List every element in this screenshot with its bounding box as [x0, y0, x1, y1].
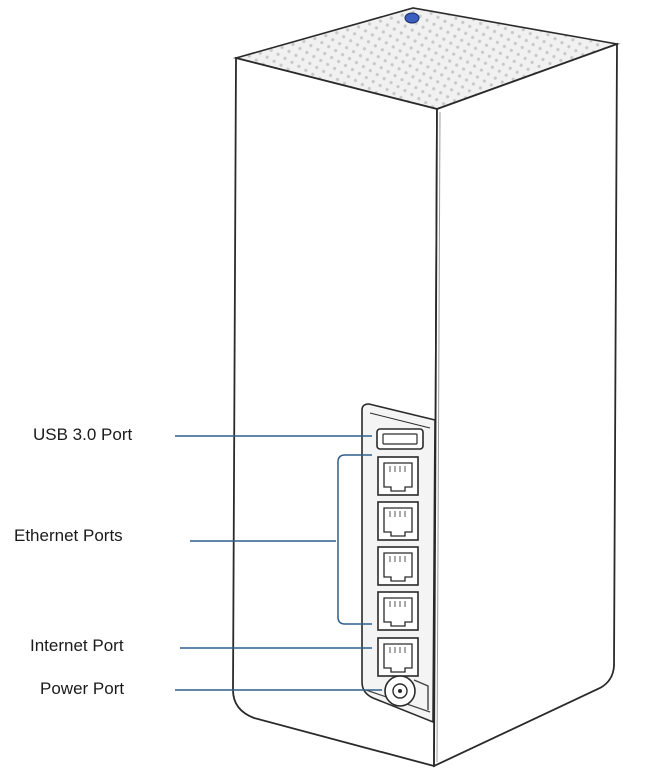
ethernet-port-icon [377, 456, 419, 496]
ethernet-bracket [337, 454, 372, 625]
label-power-port: Power Port [40, 679, 125, 698]
router-side-face [433, 42, 618, 768]
ethernet-port-icon [377, 501, 419, 541]
ethernet-port-icon [377, 591, 419, 631]
usb-port-icon [376, 428, 424, 450]
status-led-icon [404, 12, 420, 24]
label-internet-port: Internet Port [30, 636, 124, 655]
internet-port-icon [377, 637, 419, 677]
ethernet-port-icon [377, 546, 419, 586]
power-port-icon [384, 675, 416, 707]
label-ethernet-ports: Ethernet Ports [14, 526, 123, 545]
label-usb-port: USB 3.0 Port [33, 425, 133, 444]
